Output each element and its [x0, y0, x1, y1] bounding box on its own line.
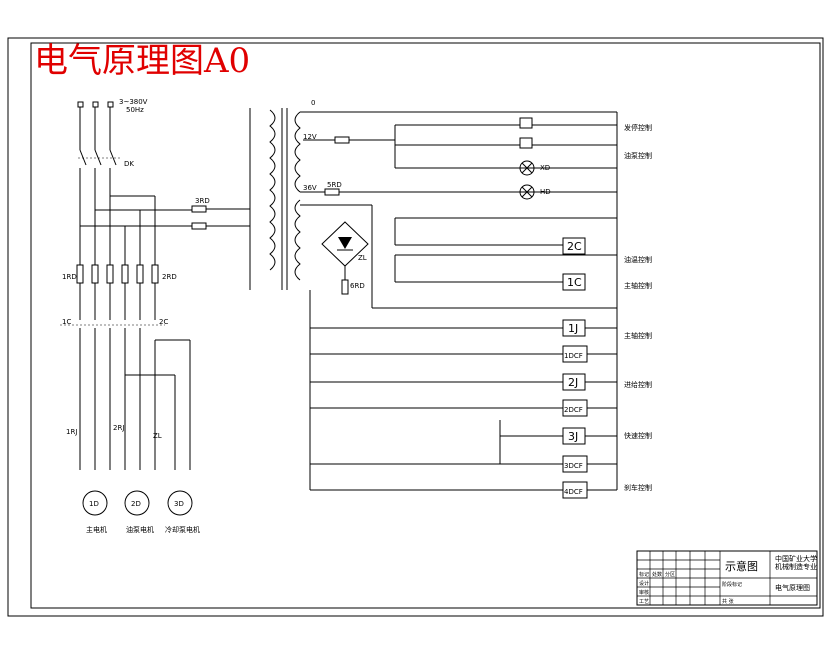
- node-0-label: 0: [311, 99, 315, 107]
- supply-freq-label: 50Hz: [126, 106, 144, 114]
- motor-3d-tag: 3D: [174, 500, 184, 508]
- note-3: 主轴控制: [624, 281, 652, 290]
- lamp-circuits: XD 5RD HD: [300, 111, 618, 490]
- tb-misc-5: 共 张: [722, 598, 734, 605]
- note-2: 油温控制: [624, 255, 652, 264]
- coil-1c-label: 1C: [567, 276, 582, 289]
- tb-col-1: 处数: [652, 571, 662, 578]
- coil-1j-label: 1J: [568, 322, 578, 335]
- coil-3j-label: 3J: [568, 430, 578, 443]
- valve-4dcf-label: 4DCF: [564, 488, 583, 496]
- fuse-6rd-label: 6RD: [350, 282, 365, 290]
- voltage-36v-label: 36V: [303, 184, 317, 192]
- inner-frame: [30, 42, 821, 609]
- motor-1d-tag: 1D: [89, 500, 99, 508]
- breaker-label: DK: [124, 160, 134, 168]
- terminal-l3: [107, 101, 114, 108]
- motor-1d-name: 主电机: [86, 525, 107, 534]
- motor-3d: [167, 490, 193, 516]
- note-4: 主轴控制: [624, 331, 652, 340]
- tb-row-2: 工艺: [639, 599, 649, 605]
- title-block-name: 示意图: [725, 559, 758, 573]
- thermal-relay-2rj-label: 2RJ: [113, 424, 124, 432]
- rectifier-bridge: ZL 6RD: [300, 204, 617, 490]
- rectifier-label: ZL: [358, 254, 367, 262]
- fuse-1rd-label: 1RD: [62, 273, 77, 281]
- motor-2d-tag: 2D: [131, 500, 141, 508]
- terminal-l2: [92, 101, 99, 108]
- coil-2c: [562, 237, 586, 255]
- tb-col-0: 标记: [639, 571, 649, 578]
- contactor-1c-power-label: 1C: [62, 318, 71, 326]
- contactor-coils: 2C 1C: [394, 217, 617, 291]
- note-8: 刹车控制: [624, 483, 652, 492]
- valve-3dcf-label: 3DCF: [564, 462, 583, 470]
- drawing-title: 电气原理图A0: [34, 41, 250, 81]
- tb-row-0: 设计: [639, 580, 649, 587]
- note-0: 发停控制: [624, 123, 652, 132]
- voltage-12v-label: 12V: [303, 133, 317, 141]
- tb-row-1: 审核: [639, 589, 649, 596]
- valve-1dcf-label: 1DCF: [564, 352, 583, 360]
- note-1: 油泵控制: [624, 151, 652, 160]
- coil-1c: [562, 273, 586, 291]
- title-block: 示意图 中国矿业大学 机械制造专业 电气原理图 标记 处数 分区 设计 审核 工…: [636, 550, 818, 606]
- fuse-5rd-label: 5RD: [327, 181, 342, 189]
- contactor-2c-power-label: 2C: [159, 318, 168, 326]
- motor-3d-name: 冷却泵电机: [165, 525, 200, 534]
- valve-2dcf-label: 2DCF: [564, 406, 583, 414]
- thermal-relay-1rj-label: 1RJ: [66, 428, 77, 436]
- lamp-hd: [519, 184, 535, 200]
- control-transformer: 3RD 0 12V 36V: [191, 99, 317, 290]
- fuse-2rd-label: 2RD: [162, 273, 177, 281]
- power-section: 3~380V 50Hz DK 1RD 2RD: [60, 98, 200, 534]
- outer-frame: [7, 37, 824, 617]
- tb-col-2: 分区: [665, 571, 675, 578]
- supply-voltage-label: 3~380V: [119, 98, 148, 106]
- motor-2d-name: 油泵电机: [126, 525, 154, 534]
- coil-2c-label: 2C: [567, 240, 582, 253]
- title-block-company: 中国矿业大学: [775, 554, 817, 563]
- note-5: 进给控制: [624, 380, 652, 389]
- lamp-xd: [519, 160, 535, 176]
- motor-2d: [124, 490, 150, 516]
- lamp-hd-label: HD: [540, 188, 551, 196]
- terminal-l1: [77, 101, 84, 108]
- coil-2j-label: 2J: [568, 376, 578, 389]
- fuse-3rd-label: 3RD: [195, 197, 210, 205]
- title-block-sheet: 电气原理图: [775, 583, 810, 592]
- right-notes: 发停控制 油泵控制 油温控制 主轴控制 主轴控制 进给控制 快速控制 刹车控制: [624, 123, 652, 492]
- cz-label: ZL: [153, 432, 162, 440]
- tb-misc-2: 阶段标记: [722, 581, 742, 588]
- lamp-xd-label: XD: [540, 164, 550, 172]
- dc-control-rungs: 1J 1DCF 2J 2DCF 3J 3DCF 4DCF: [310, 319, 617, 499]
- note-6: 快速控制: [624, 431, 652, 440]
- title-block-dept: 机械制造专业: [775, 562, 817, 571]
- motor-1d: [82, 490, 108, 516]
